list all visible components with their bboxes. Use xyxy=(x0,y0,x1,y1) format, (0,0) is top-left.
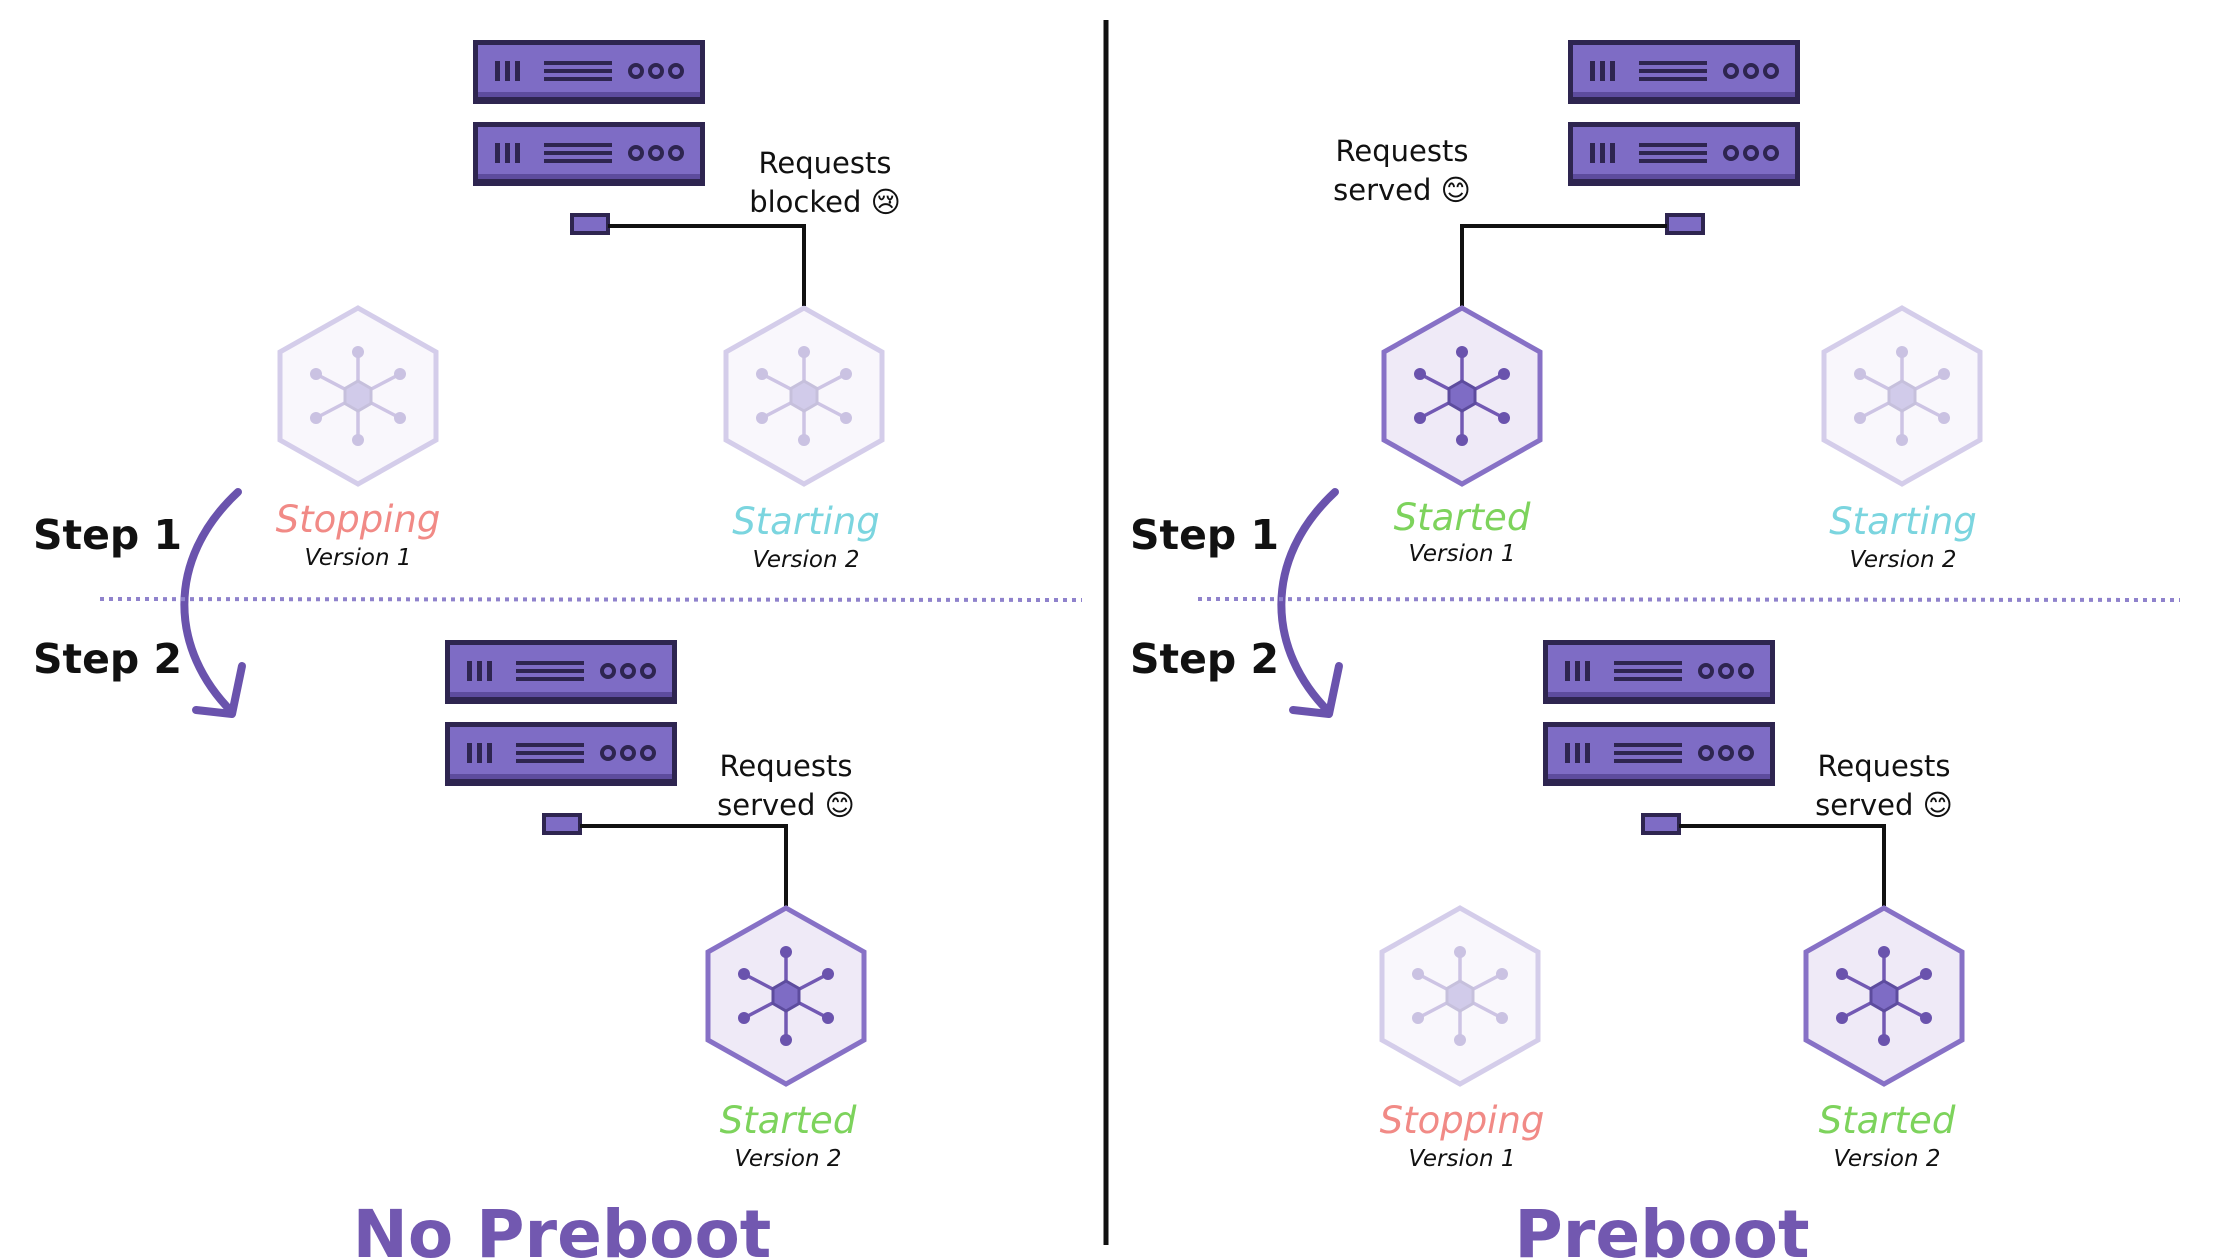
step-divider xyxy=(1197,597,2181,602)
requests-label-line2: served 😊 xyxy=(1815,788,1953,822)
requests-label-line1: Requests xyxy=(1818,749,1951,783)
server-port-icon xyxy=(570,213,610,235)
node-version-label: Version 2 xyxy=(1834,1146,1941,1172)
requests-label-line2: blocked 😢 xyxy=(749,185,901,219)
hexagon-network-node-icon xyxy=(726,308,882,484)
server-rack-icon xyxy=(443,638,679,788)
hexagon-network-node-icon xyxy=(1382,908,1538,1084)
node-version-label: Version 1 xyxy=(1409,541,1516,567)
requests-label-line1: Requests xyxy=(759,146,892,180)
left-panel: Requests blocked 😢 Stopping Version 1 St… xyxy=(33,38,1083,1260)
arrow-head xyxy=(1289,662,1343,718)
requests-label-line2: served 😊 xyxy=(717,788,855,822)
step-label: Step 1 xyxy=(33,511,182,559)
node-state-label: Stopping xyxy=(276,498,441,541)
server-rack-icon xyxy=(1566,38,1802,188)
server-port-icon xyxy=(1665,213,1705,235)
requests-label-line2: served 😊 xyxy=(1333,173,1471,207)
step-divider xyxy=(99,597,1083,602)
network-cable xyxy=(580,824,788,906)
node-version-label: Version 2 xyxy=(735,1146,842,1172)
curved-arrow-down-icon xyxy=(180,488,242,716)
node-state-label: Starting xyxy=(1829,500,1977,543)
server-port-icon xyxy=(542,813,582,835)
hexagon-network-node-icon xyxy=(1824,308,1980,484)
requests-label-line1: Requests xyxy=(720,749,853,783)
panel-title: No Preboot xyxy=(353,1196,772,1260)
node-version-label: Version 2 xyxy=(1850,547,1957,573)
arrow-head xyxy=(192,662,246,718)
node-state-label: Stopping xyxy=(1380,1099,1545,1142)
step-label: Step 2 xyxy=(33,635,182,683)
server-rack-icon xyxy=(471,38,707,188)
network-cable xyxy=(608,224,806,306)
network-cable xyxy=(1460,224,1667,306)
step-label: Step 1 xyxy=(1130,511,1279,559)
node-version-label: Version 1 xyxy=(1409,1146,1516,1172)
hexagon-network-node-icon xyxy=(1806,908,1962,1084)
node-state-label: Starting xyxy=(732,500,880,543)
panel-title: Preboot xyxy=(1514,1196,1809,1260)
node-version-label: Version 1 xyxy=(305,545,412,571)
requests-label-line1: Requests xyxy=(1336,134,1469,168)
hexagon-network-node-icon xyxy=(708,908,864,1084)
hexagon-network-node-icon xyxy=(280,308,436,484)
server-port-icon xyxy=(1641,813,1681,835)
node-state-label: Started xyxy=(1819,1099,1956,1142)
right-panel: Requests served 😊 Started Version 1 Star… xyxy=(1130,38,2181,1260)
node-state-label: Started xyxy=(720,1099,857,1142)
node-version-label: Version 2 xyxy=(753,547,860,573)
step-label: Step 2 xyxy=(1130,635,1279,683)
curved-arrow-down-icon xyxy=(1277,488,1339,716)
server-rack-icon xyxy=(1541,638,1777,788)
node-state-label: Started xyxy=(1394,496,1531,539)
hexagon-network-node-icon xyxy=(1384,308,1540,484)
network-cable xyxy=(1679,824,1886,906)
